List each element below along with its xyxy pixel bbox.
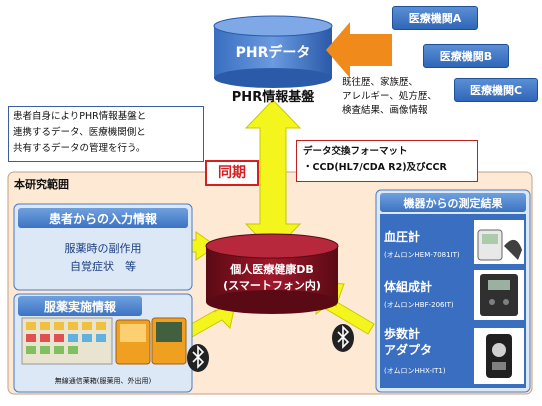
- bluetooth-icon: [332, 324, 354, 352]
- devices-title: 機器からの測定結果: [380, 193, 526, 212]
- patient-input-content: 服薬時の副作用 自覚症状 等: [64, 242, 142, 273]
- blood-pressure-monitor-image: [474, 220, 524, 264]
- personal-db-label: 個人医療健康DB (スマートフォン内): [223, 263, 321, 292]
- device-name-pedometer: 歩数計 アダプタ: [384, 327, 433, 357]
- data-types-text: 既往歴、家族歴、 アレルギー、処方歴、 検査結果、画像情報: [342, 77, 437, 116]
- description-box: 患者自身によりPHR情報基盤と 連携するデータ、医療機関側と 共有するデータの管…: [8, 106, 204, 162]
- bluetooth-icon: [187, 344, 209, 372]
- device-name-blood-pressure: 血圧計: [384, 230, 421, 244]
- institution-b: 医療機関B: [423, 44, 509, 68]
- orange-arrow: [326, 22, 392, 78]
- medication-title: 服薬実施情報: [18, 296, 142, 316]
- institution-c: 医療機関C: [454, 78, 538, 102]
- pill-box-image: [21, 317, 187, 365]
- device-model-body-composition: (オムロンHBF-206IT): [384, 301, 454, 309]
- research-scope-label: 本研究範囲: [14, 178, 69, 191]
- institution-a: 医療機関A: [392, 6, 478, 30]
- phr-platform-label: PHR情報基盤: [231, 90, 315, 105]
- device-name-body-composition: 体組成計: [384, 280, 433, 294]
- body-composition-monitor-image: [474, 270, 524, 320]
- phr-database-label: PHRデータ: [235, 45, 311, 61]
- pedometer-image: [474, 328, 524, 384]
- personal-db-cylinder: [205, 233, 339, 314]
- patient-input-title: 患者からの入力情報: [18, 208, 188, 228]
- device-model-pedometer: (オムロンHHX-IT1): [384, 367, 446, 375]
- sync-label: 同期: [205, 160, 259, 186]
- exchange-format-box: データ交換フォーマット ・CCD(HL7/CDA R2)及びCCR: [296, 140, 478, 182]
- device-model-blood-pressure: (オムロンHEM-7081IT): [384, 251, 460, 259]
- medication-caption: 無線通信薬箱(服薬用、外出用): [54, 377, 152, 385]
- phr-database-cylinder: [213, 15, 333, 88]
